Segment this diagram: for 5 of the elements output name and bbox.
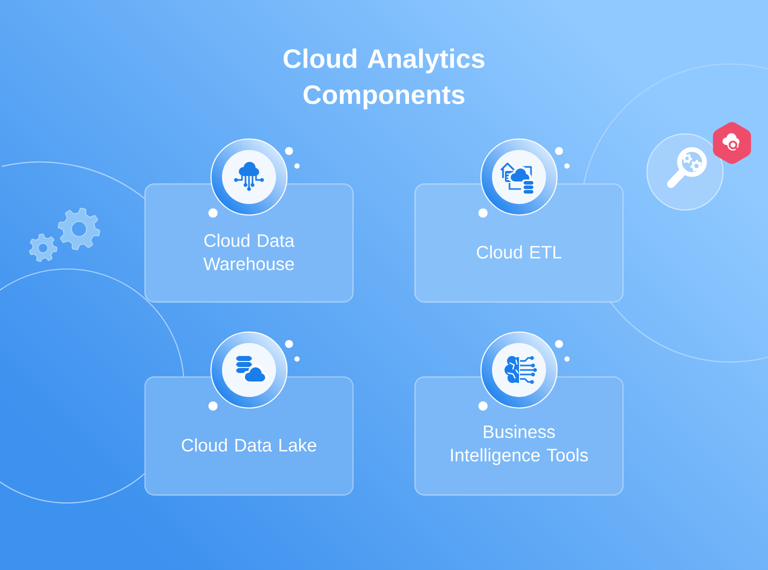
card: Business Intelligence Tools [414,376,624,496]
card: Cloud Data Lake [144,376,354,496]
card: Cloud Data Warehouse [144,183,354,303]
card: Cloud ETL [414,183,624,303]
title: Cloud Analytics Components [284,48,484,110]
